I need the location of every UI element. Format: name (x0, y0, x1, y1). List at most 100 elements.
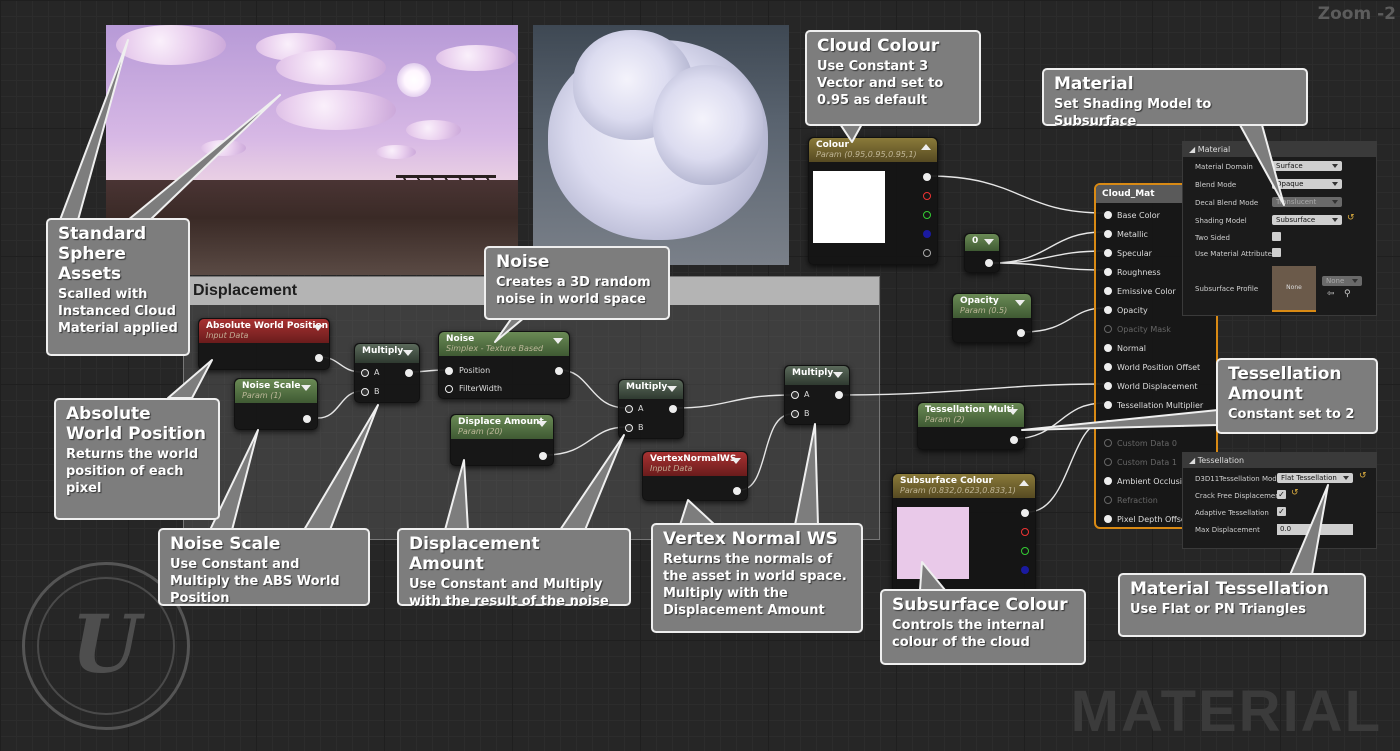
output-pin-b[interactable] (1021, 566, 1029, 574)
subsurface-colour-node[interactable]: Subsurface Colour Param (0.832,0.623,0.8… (892, 473, 1036, 593)
output-pin-b[interactable] (923, 230, 931, 238)
input-pin-a[interactable] (361, 369, 369, 377)
material-input-pin[interactable]: Pixel Depth Offset (1104, 515, 1189, 524)
adaptive-tessellation-checkbox[interactable]: ✓ (1277, 507, 1286, 516)
noise-node[interactable]: Noise Simplex - Texture Based Position F… (438, 331, 570, 399)
output-pin[interactable] (555, 367, 563, 375)
material-input-pin[interactable]: World Displacement (1104, 382, 1197, 391)
output-pin-a[interactable] (923, 249, 931, 257)
output-pin[interactable] (733, 487, 741, 495)
output-pin[interactable] (539, 452, 547, 460)
output-pin[interactable] (303, 415, 311, 423)
displace-amount-node[interactable]: Displace Amount Param (20) (450, 414, 554, 466)
material-input-pin[interactable]: Subsurface Color (1104, 420, 1185, 429)
absolute-world-position-node[interactable]: Absolute World Position Input Data (198, 318, 330, 370)
collapse-arrow-icon[interactable] (403, 350, 413, 356)
input-pin-position[interactable] (445, 367, 453, 375)
collapse-arrow-icon[interactable] (301, 385, 311, 391)
pin-dot-icon[interactable] (1104, 496, 1112, 504)
reset-arrow-icon[interactable]: ↺ (1347, 213, 1355, 223)
pin-dot-icon[interactable] (1104, 287, 1112, 295)
output-pin[interactable] (835, 391, 843, 399)
collapse-arrow-icon[interactable] (1015, 300, 1025, 306)
pin-dot-icon[interactable] (1104, 458, 1112, 466)
vertex-normal-ws-node[interactable]: VertexNormalWS Input Data (642, 451, 748, 501)
collapse-arrow-icon[interactable] (1008, 409, 1018, 415)
material-details-panel[interactable]: ◢ Material Material Domain Surface Blend… (1182, 141, 1377, 316)
collapse-arrow-icon[interactable] (984, 239, 994, 245)
material-input-pin[interactable]: Base Color (1104, 211, 1160, 220)
collapse-arrow-icon[interactable] (731, 458, 741, 464)
pin-dot-icon[interactable] (1104, 306, 1112, 314)
multiply-node-2[interactable]: Multiply A B (618, 379, 684, 439)
material-input-pin[interactable]: Opacity (1104, 306, 1148, 315)
pin-dot-icon[interactable] (1104, 382, 1112, 390)
output-pin-r[interactable] (1021, 528, 1029, 536)
collapse-arrow-icon[interactable] (833, 372, 843, 378)
output-pin[interactable] (1010, 436, 1018, 444)
shading-model-dropdown[interactable]: Subsurface (1272, 215, 1342, 225)
output-pin[interactable] (669, 405, 677, 413)
collapse-arrow-icon[interactable] (537, 421, 547, 427)
collapse-arrow-icon[interactable] (667, 386, 677, 392)
decal-blend-mode-dropdown[interactable]: Translucent (1272, 197, 1342, 207)
reset-arrow-icon[interactable]: ↺ (1359, 471, 1367, 481)
two-sided-checkbox[interactable] (1272, 232, 1281, 241)
tessellation-multiplier-node[interactable]: Tessellation Multi Param (2) (917, 402, 1025, 450)
collapse-arrow-icon[interactable] (1019, 480, 1029, 486)
tessellation-details-panel[interactable]: ◢ Tessellation D3D11Tessellation Mode Fl… (1182, 452, 1377, 549)
crack-free-displacement-checkbox[interactable]: ✓ (1277, 490, 1286, 499)
pin-dot-icon[interactable] (1104, 344, 1112, 352)
use-selected-arrow-icon[interactable]: ⇦ (1327, 289, 1335, 299)
tessellation-mode-dropdown[interactable]: Flat Tessellation (1277, 473, 1353, 483)
input-pin-a[interactable] (791, 391, 799, 399)
subsurface-profile-thumbnail[interactable]: None (1272, 266, 1316, 312)
material-input-pin[interactable]: Custom Data 1 (1104, 458, 1177, 467)
output-pin-g[interactable] (1021, 547, 1029, 555)
material-input-pin[interactable]: Opacity Mask (1104, 325, 1171, 334)
pin-dot-icon[interactable] (1104, 230, 1112, 238)
pin-dot-icon[interactable] (1104, 211, 1112, 219)
pin-dot-icon[interactable] (1104, 420, 1112, 428)
output-pin[interactable] (315, 354, 323, 362)
reset-arrow-icon[interactable]: ↺ (1291, 488, 1299, 498)
browse-search-icon[interactable]: ⚲ (1344, 289, 1351, 299)
pin-dot-icon[interactable] (1104, 268, 1112, 276)
pin-dot-icon[interactable] (1104, 477, 1112, 485)
material-input-pin[interactable]: Emissive Color (1104, 287, 1176, 296)
pin-dot-icon[interactable] (1104, 325, 1112, 333)
input-pin-filterwidth[interactable] (445, 385, 453, 393)
material-input-pin[interactable]: Refraction (1104, 496, 1158, 505)
subsurface-profile-dropdown[interactable]: None (1322, 276, 1362, 286)
material-input-pin[interactable]: Ambient Occlusion (1104, 477, 1192, 486)
material-input-pin[interactable]: Tessellation Multiplier (1104, 401, 1203, 410)
input-pin-a[interactable] (625, 405, 633, 413)
output-pin-rgb[interactable] (923, 173, 931, 181)
collapse-arrow-icon[interactable] (313, 325, 323, 331)
multiply-node-3[interactable]: Multiply A B (784, 365, 850, 425)
output-pin[interactable] (405, 369, 413, 377)
colour-param-node[interactable]: Colour Param (0.95,0.95,0.95,1) (808, 137, 938, 265)
material-domain-dropdown[interactable]: Surface (1272, 161, 1342, 171)
noise-scale-node[interactable]: Noise Scale Param (1) (234, 378, 318, 430)
multiply-node-1[interactable]: Multiply A B (354, 343, 420, 403)
pin-dot-icon[interactable] (1104, 363, 1112, 371)
blend-mode-dropdown[interactable]: Opaque (1272, 179, 1342, 189)
output-pin-rgb[interactable] (1021, 509, 1029, 517)
material-input-pin[interactable]: Specular (1104, 249, 1152, 258)
use-material-attributes-checkbox[interactable] (1272, 248, 1281, 257)
material-input-pin[interactable]: Normal (1104, 344, 1146, 353)
input-pin-b[interactable] (625, 424, 633, 432)
max-displacement-input[interactable]: 0.0 (1277, 524, 1353, 535)
zero-constant-node[interactable]: 0 (964, 233, 1000, 273)
pin-dot-icon[interactable] (1104, 439, 1112, 447)
material-input-pin[interactable]: Custom Data 0 (1104, 439, 1177, 448)
output-pin-g[interactable] (923, 211, 931, 219)
material-input-pin[interactable]: Roughness (1104, 268, 1161, 277)
input-pin-b[interactable] (791, 410, 799, 418)
output-pin[interactable] (1017, 329, 1025, 337)
input-pin-b[interactable] (361, 388, 369, 396)
pin-dot-icon[interactable] (1104, 249, 1112, 257)
collapse-arrow-icon[interactable] (553, 338, 563, 344)
opacity-param-node[interactable]: Opacity Param (0.5) (952, 293, 1032, 343)
